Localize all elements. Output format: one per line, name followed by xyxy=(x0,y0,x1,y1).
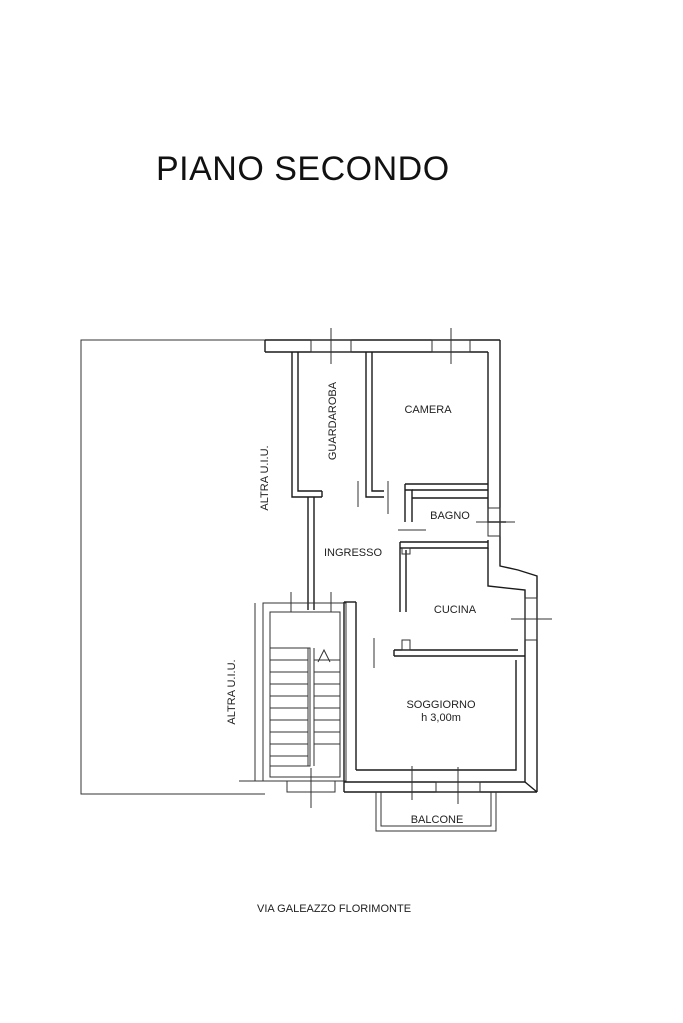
plan-title: PIANO SECONDO xyxy=(156,150,450,188)
room-label-bagno: BAGNO xyxy=(430,510,470,522)
stairwell xyxy=(239,602,347,782)
room-label-cucina: CUCINA xyxy=(434,604,477,616)
room-label-guardaroba: GUARDAROBA xyxy=(327,381,339,460)
neighbor-label-upper: ALTRA U.I.U. xyxy=(259,445,271,510)
neighbor-boundary xyxy=(80,339,265,795)
room-label-ingresso: INGRESSO xyxy=(324,547,383,559)
room-label-soggiorno-height: h 3,00m xyxy=(421,712,461,724)
bagno-cucina-walls xyxy=(393,540,526,657)
room-label-camera: CAMERA xyxy=(404,404,452,416)
balcony xyxy=(375,792,497,832)
door-marks xyxy=(290,481,426,800)
neighbor-label-lower: ALTRA U.I.U. xyxy=(226,659,238,724)
room-label-soggiorno: SOGGIORNO xyxy=(406,699,476,711)
street-label: VIA GALEAZZO FLORIMONTE xyxy=(257,903,412,915)
exterior-walls xyxy=(264,339,538,793)
camera-walls xyxy=(404,483,488,522)
windows xyxy=(286,328,552,808)
ingresso-walls xyxy=(307,497,357,792)
room-label-balcone: BALCONE xyxy=(411,814,464,826)
guardaroba-walls xyxy=(291,352,384,498)
